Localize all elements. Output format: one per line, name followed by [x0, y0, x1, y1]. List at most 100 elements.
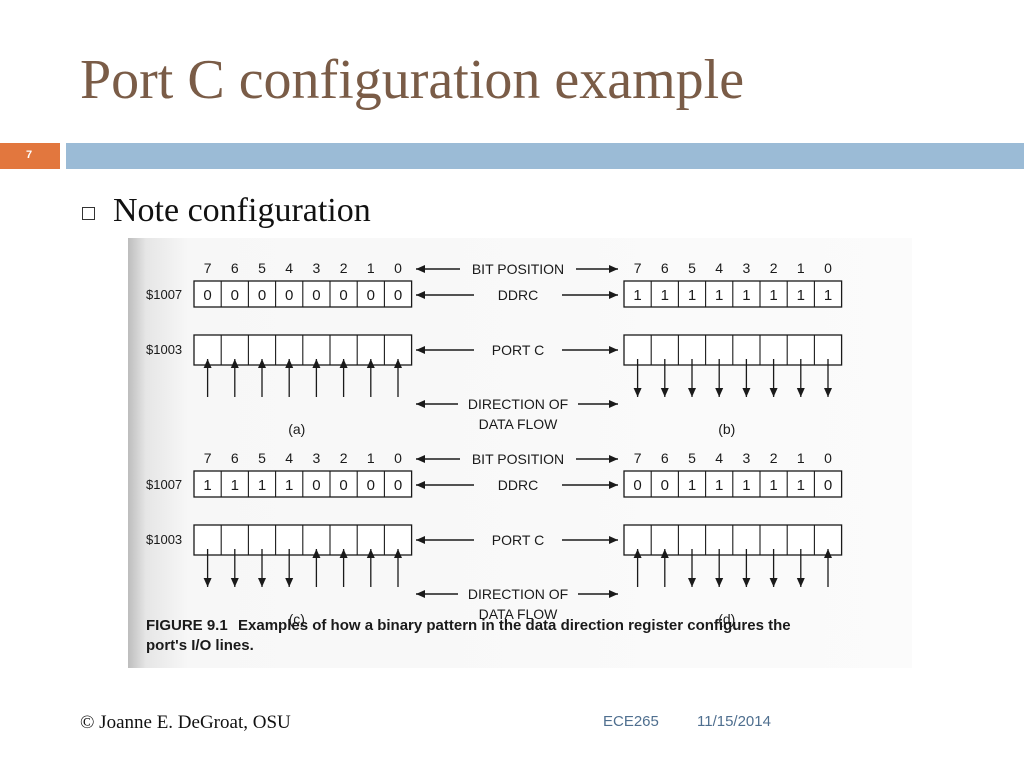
block0-left-ddrc-bit: 0 [339, 287, 347, 304]
block0-right-bit-label: 6 [661, 260, 669, 276]
block0-portc-arrow-left-head [416, 346, 425, 354]
block1-left-panel-label: (c) [289, 611, 305, 627]
block0-right-ddrc-bit: 1 [688, 287, 696, 304]
block0-right-bit-label: 2 [770, 260, 778, 276]
bullet-item: Note configuration [82, 192, 371, 230]
block0-left-bit-label: 0 [394, 260, 402, 276]
square-bullet-icon [82, 206, 95, 220]
block0-ddrc-address: $1007 [146, 287, 182, 302]
block0-right-ddrc-bit: 1 [661, 287, 669, 304]
block1-left-output-arrow-head [285, 578, 294, 587]
block1-right-panel-label: (d) [718, 611, 735, 627]
block1-right-output-arrow-head [742, 578, 751, 587]
block0-ddrc-arrow-right-head [609, 291, 618, 299]
block0-left-bit-label: 1 [367, 260, 375, 276]
block1-left-output-arrow-head [203, 578, 212, 587]
block0-left-input-arrow-head [312, 359, 321, 368]
block0-left-ddrc-bit: 0 [312, 287, 320, 304]
block0-right-bit-label: 0 [824, 260, 832, 276]
block1-bit-arrow-right-head [609, 455, 618, 463]
block0-left-bit-label: 7 [204, 260, 212, 276]
block0-direction-arrow-right-head [609, 400, 618, 408]
block1-left-bit-label: 5 [258, 450, 266, 466]
block0-left-input-arrow-head [394, 359, 402, 368]
block1-left-ddrc-bit: 0 [339, 477, 347, 494]
block0-right-output-arrow-head [769, 388, 778, 397]
block1-portc-label: PORT C [492, 532, 544, 548]
block0-right-ddrc-bit: 1 [742, 287, 750, 304]
block0-right-ddrc-bit: 1 [797, 287, 805, 304]
block1-portc-arrow-right-head [609, 536, 618, 544]
block1-right-output-arrow-head [715, 578, 724, 587]
block1-right-ddrc-bit: 1 [769, 477, 777, 494]
block1-left-ddrc-bit: 0 [367, 477, 375, 494]
block1-right-ddrc-bit: 0 [633, 477, 641, 494]
block0-left-input-arrow-head [366, 359, 375, 368]
block1-ddrc-address: $1007 [146, 477, 182, 492]
block0-left-input-arrow-head [339, 359, 348, 368]
block0-ddrc-arrow-left-head [416, 291, 425, 299]
block1-right-bit-label: 3 [743, 450, 751, 466]
block0-direction-arrow-left-head [416, 400, 425, 408]
caption-label: FIGURE 9.1 [146, 617, 228, 634]
block1-direction-arrow-right-head [609, 590, 618, 598]
block0-right-bit-label: 7 [634, 260, 642, 276]
block1-right-ddrc-bit: 0 [661, 477, 669, 494]
block1-ddrc-arrow-left-head [416, 481, 425, 489]
block1-direction-label-2: DATA FLOW [479, 606, 559, 622]
block1-left-ddrc-bit: 1 [231, 477, 239, 494]
block0-left-bit-label: 4 [285, 260, 293, 276]
block0-left-bit-label: 5 [258, 260, 266, 276]
block1-bit-position-label: BIT POSITION [472, 451, 564, 467]
block0-right-bit-label: 3 [743, 260, 751, 276]
block1-left-output-arrow-head [258, 578, 266, 587]
block1-left-bit-label: 0 [394, 450, 402, 466]
block0-right-bit-label: 4 [715, 260, 723, 276]
block1-portc-address: $1003 [146, 532, 182, 547]
block0-right-output-arrow-head [824, 388, 832, 397]
caption-line-1: Examples of how a binary pattern in the … [238, 617, 791, 634]
block0-portc-arrow-right-head [609, 346, 618, 354]
block1-left-output-arrow-head [230, 578, 239, 587]
block1-bit-arrow-left-head [416, 455, 425, 463]
block0-left-panel-label: (a) [288, 421, 305, 437]
block1-right-ddrc-bit: 0 [824, 477, 832, 494]
block0-right-ddrc-bit: 1 [769, 287, 777, 304]
footer-date: 11/15/2014 [697, 713, 771, 730]
header-bar [66, 143, 1024, 169]
block0-right-ddrc-bit: 1 [715, 287, 723, 304]
block0-right-output-arrow-head [796, 388, 805, 397]
block1-left-bit-label: 6 [231, 450, 239, 466]
block1-right-input-arrow-head [660, 549, 669, 558]
block1-left-bit-label: 2 [340, 450, 348, 466]
block1-right-ddrc-bit: 1 [715, 477, 723, 494]
block1-direction-arrow-left-head [416, 590, 425, 598]
block0-left-input-arrow-head [258, 359, 266, 368]
block1-right-bit-label: 6 [661, 450, 669, 466]
block0-left-bit-label: 2 [340, 260, 348, 276]
block1-right-bit-label: 7 [634, 450, 642, 466]
block0-left-bit-label: 3 [313, 260, 321, 276]
block1-right-input-arrow-head [824, 549, 832, 558]
footer-copyright: © Joanne E. DeGroat, OSU [80, 712, 291, 733]
block1-right-output-arrow-head [796, 578, 805, 587]
block0-left-ddrc-bit: 0 [203, 287, 211, 304]
block1-left-input-arrow-head [366, 549, 375, 558]
block1-right-bit-label: 4 [715, 450, 723, 466]
block1-left-bit-label: 3 [313, 450, 321, 466]
block0-bit-position-label: BIT POSITION [472, 261, 564, 277]
block1-right-input-arrow-head [633, 549, 642, 558]
block0-left-ddrc-bit: 0 [231, 287, 239, 304]
block0-right-output-arrow-head [688, 388, 696, 397]
footer-course: ECE265 [603, 713, 659, 730]
block1-left-ddrc-bit: 1 [203, 477, 211, 494]
block0-left-ddrc-bit: 0 [394, 287, 402, 304]
block0-right-ddrc-bit: 1 [824, 287, 832, 304]
bullet-text: Note configuration [113, 192, 371, 229]
block0-direction-label-2: DATA FLOW [479, 416, 559, 432]
block1-left-ddrc-bit: 1 [258, 477, 266, 494]
block0-bit-arrow-right-head [609, 265, 618, 273]
block1-right-bit-label: 0 [824, 450, 832, 466]
block1-left-bit-label: 4 [285, 450, 293, 466]
block1-portc-arrow-left-head [416, 536, 425, 544]
